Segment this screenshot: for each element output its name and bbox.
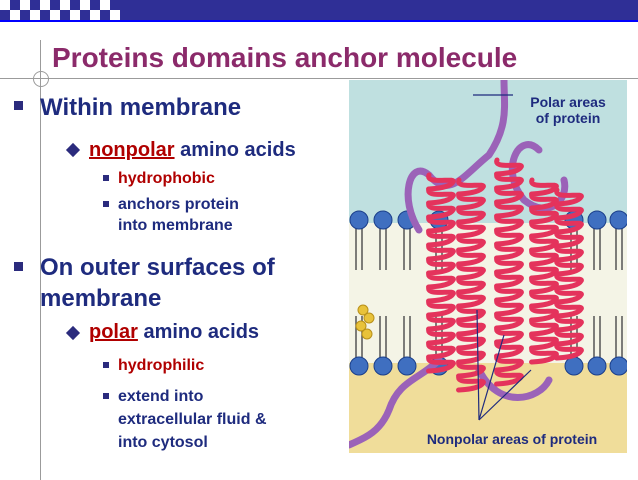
polar-areas-label: Polar areas of protein — [513, 94, 623, 126]
lipid-head — [587, 356, 607, 376]
checker-pattern — [0, 0, 120, 20]
bullet-outer-surfaces-line1: On outer surfaces of — [40, 254, 275, 281]
checker-cell — [50, 10, 60, 20]
nonpolar-pointer-3 — [478, 369, 532, 421]
bilayer-core-region — [349, 223, 627, 363]
vertical-guide-line — [40, 40, 41, 480]
lipid-head — [373, 356, 393, 376]
nonpolar-pointer-1 — [478, 334, 505, 421]
lipid-head — [373, 210, 393, 230]
bullet-hydrophobic: hydrophobic — [118, 170, 215, 187]
lipid-head — [564, 356, 584, 376]
alpha-helix — [494, 157, 524, 387]
lipid-head — [349, 356, 369, 376]
polar-keyword: polar — [89, 321, 138, 343]
lipid-head — [609, 356, 627, 376]
nonpolar-rest: amino acids — [174, 139, 296, 161]
checker-cell — [50, 0, 60, 10]
checker-cell — [70, 10, 80, 20]
lipid-head — [349, 210, 369, 230]
checker-cell — [110, 0, 120, 10]
checker-cell — [30, 0, 40, 10]
checker-cell — [40, 10, 50, 20]
bullet-hydrophilic: hydrophilic — [118, 357, 205, 374]
membrane-illustration — [349, 80, 627, 453]
square-bullet-icon — [14, 262, 23, 271]
bullet-extend-line1: extend into — [118, 388, 204, 405]
polar-label-line2: of protein — [535, 110, 601, 126]
checker-cell — [60, 10, 70, 20]
checker-cell — [80, 0, 90, 10]
diamond-bullet-icon — [65, 142, 81, 158]
checker-cell — [0, 0, 10, 10]
bullet-outer-surfaces-line2: membrane — [40, 285, 162, 312]
alpha-helix — [529, 177, 559, 365]
alpha-helix-group — [426, 157, 584, 393]
polar-loop-right — [508, 141, 569, 212]
slide-title: Proteins domains anchor molecule — [52, 42, 518, 73]
header-underline — [0, 20, 638, 22]
alpha-helix — [426, 172, 456, 374]
polar-loop-bottom — [475, 366, 553, 401]
checker-cell — [90, 0, 100, 10]
checker-cell — [90, 10, 100, 20]
small-square-bullet-icon — [103, 175, 109, 181]
slide-header-bar — [0, 0, 638, 22]
lipid-head — [587, 210, 607, 230]
alpha-helix — [456, 177, 486, 393]
bullet-extend-line2: extracellular fluid & — [118, 411, 267, 428]
checker-cell — [60, 0, 70, 10]
lipid-head — [609, 210, 627, 230]
checker-cell — [110, 10, 120, 20]
lipid-head — [397, 356, 417, 376]
checker-cell — [70, 0, 80, 10]
checker-cell — [10, 10, 20, 20]
bullet-nonpolar-amino-acids: nonpolar amino acids — [89, 139, 296, 162]
checker-cell — [80, 10, 90, 20]
bullet-within-membrane: Within membrane — [40, 94, 242, 121]
bullet-extend-line3: into cytosol — [118, 434, 208, 451]
diamond-bullet-icon — [65, 325, 81, 341]
small-square-bullet-icon — [103, 362, 109, 368]
checker-cell — [40, 0, 50, 10]
polar-rest: amino acids — [137, 321, 260, 343]
square-bullet-icon — [14, 101, 23, 110]
nonpolar-pointer-2 — [476, 309, 480, 421]
alpha-helix — [554, 187, 584, 361]
nonpolar-areas-label: Nonpolar areas of protein — [399, 431, 625, 447]
bullet-anchors-line2: into membrane — [118, 217, 233, 234]
crosshair-circle — [33, 71, 49, 87]
polar-tail-bottom — [349, 356, 443, 449]
cholesterol-icon — [355, 304, 375, 340]
horizontal-guide-line — [0, 78, 638, 79]
checker-cell — [100, 0, 110, 10]
small-square-bullet-icon — [103, 393, 109, 399]
small-square-bullet-icon — [103, 201, 109, 207]
checker-cell — [20, 0, 30, 10]
bullet-anchors-line1: anchors protein — [118, 196, 239, 213]
checker-cell — [100, 10, 110, 20]
nonpolar-keyword: nonpolar — [89, 139, 175, 161]
checker-cell — [10, 0, 20, 10]
checker-cell — [0, 10, 10, 20]
membrane-protein-figure: Polar areas of protein Nonpolar areas of… — [349, 80, 627, 453]
checker-cell — [30, 10, 40, 20]
checker-cell — [20, 10, 30, 20]
bullet-polar-amino-acids: polar amino acids — [89, 321, 259, 344]
polar-label-line1: Polar areas — [530, 94, 606, 110]
header-band — [0, 0, 638, 20]
